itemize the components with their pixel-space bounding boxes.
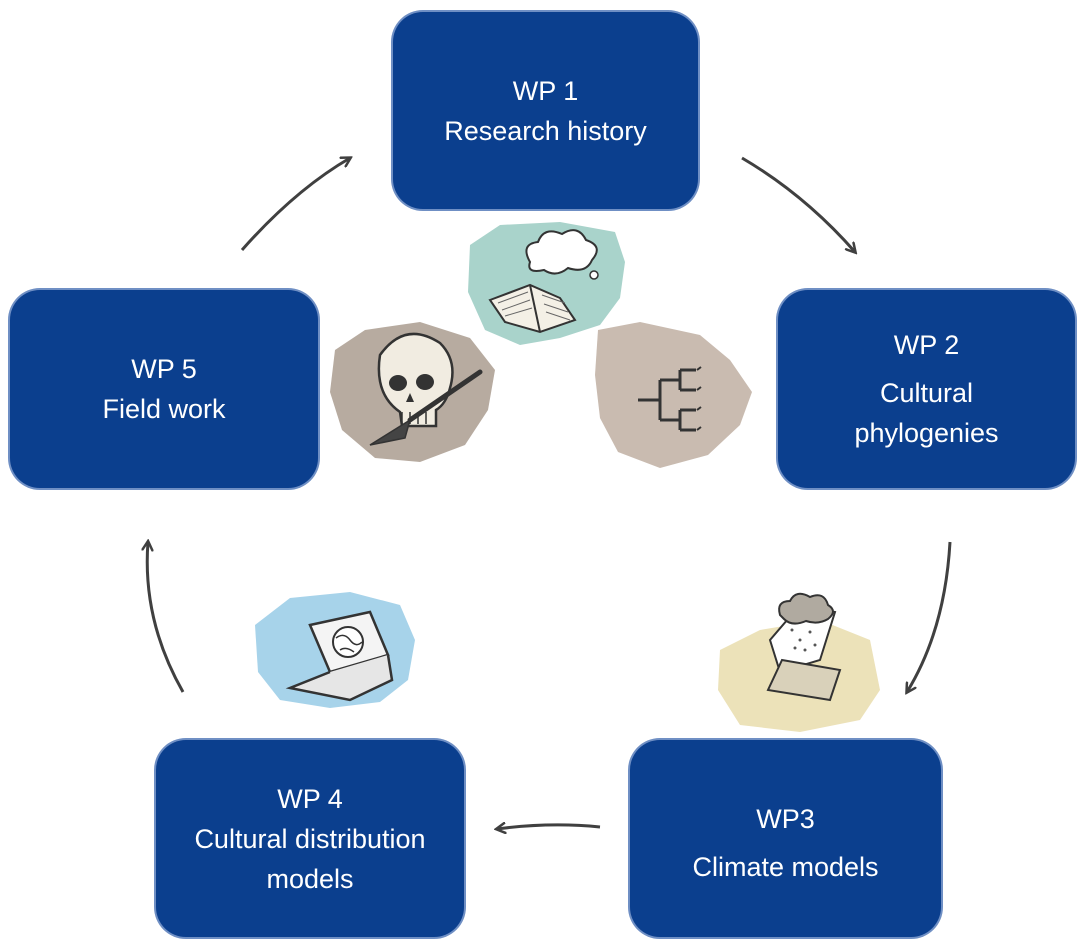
wp2-id: WP 2 [893, 330, 960, 360]
wp2-title-line1: Cultural [879, 378, 974, 408]
wp2-box: WP 2 Cultural phylogenies [778, 290, 1075, 488]
arrow-wp2-to-wp3 [907, 541, 952, 692]
arrow-wp3-to-wp4 [497, 825, 601, 829]
wp5-box: WP 5 Field work [10, 290, 318, 488]
arrow-wp1-to-wp2 [741, 156, 855, 252]
wp3-id: WP3 [756, 803, 815, 834]
wp5-title: Field work [102, 394, 226, 424]
arrow-wp5-to-wp1 [240, 158, 350, 251]
wp3-title: Climate models [692, 851, 879, 882]
wp3-box: WP3 Climate models [630, 740, 941, 937]
wp5-id: WP 5 [131, 354, 197, 384]
phylogeny-tree-icon [595, 322, 752, 468]
wp4-id: WP 4 [277, 783, 343, 814]
wp1-id: WP 1 [512, 75, 579, 106]
wp4-title-line2: models [266, 863, 354, 894]
skull-trowel-icon [330, 322, 495, 462]
laptop-globe-icon [255, 592, 415, 708]
arrow-wp4-to-wp5 [147, 542, 185, 693]
wp1-box: WP 1 Research history [393, 12, 698, 209]
wp4-title-line1: Cultural distribution [194, 823, 426, 854]
laptop-cloud-icon [718, 592, 880, 732]
wp1-title: Research history [444, 115, 647, 146]
wp2-title-line2: phylogenies [854, 418, 999, 448]
book-icon [468, 222, 625, 345]
wp4-box: WP 4 Cultural distribution models [156, 740, 464, 937]
